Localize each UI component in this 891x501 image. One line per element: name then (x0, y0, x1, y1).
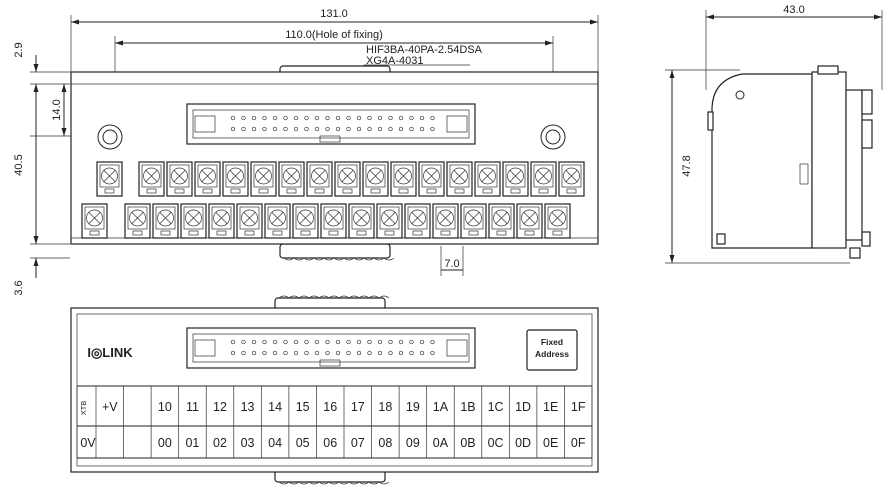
row1-label: 1C (488, 400, 504, 414)
connector-top (186, 103, 476, 145)
row1-label: 19 (406, 400, 420, 414)
row1-label: 1D (515, 400, 531, 414)
row1-label: 10 (158, 400, 172, 414)
row1-label: 1A (433, 400, 449, 414)
row1-label: 1E (543, 400, 558, 414)
body-height-dim: 40.5 (13, 154, 25, 175)
connector-part-2: XG4A-4031 (366, 55, 423, 67)
overall-width-dim: 131.0 (320, 8, 348, 20)
row2-label: 08 (378, 436, 392, 450)
row1-label: 1F (571, 400, 586, 414)
row2-label: 07 (351, 436, 365, 450)
row1-label: 11 (186, 400, 199, 414)
top-view: 131.0 110.0(Hole of fixing) HIF3BA-40PA-… (13, 8, 599, 296)
row2-label: 01 (185, 436, 199, 450)
row2-label: 0E (543, 436, 558, 450)
side-width-dim: 43.0 (783, 4, 804, 16)
row1-label: +V (102, 400, 118, 414)
bottom-offset-dim: 3.6 (13, 280, 25, 295)
badge-line-2: Address (535, 349, 569, 359)
hole-spacing-dim: 110.0(Hole of fixing) (285, 29, 383, 41)
terminal-pitch-dim: 7.0 (444, 258, 459, 270)
row2-label: 02 (213, 436, 227, 450)
side-height-dim: 47.8 (681, 155, 693, 176)
connector-part-1: HIF3BA-40PA-2.54DSA (366, 44, 483, 56)
row2-label: 0A (433, 436, 449, 450)
side-view: 43.0 47.8 (665, 4, 883, 264)
lower-terminal-row (81, 203, 571, 239)
front-view: I◎LINK Fixed Address XTB +V 10 11 12 13 14 15 1… (70, 295, 599, 485)
row2-label: 0C (488, 436, 504, 450)
brand-logo: I◎LINK (87, 345, 133, 360)
row2-label: 0D (515, 436, 531, 450)
hole-height-dim: 14.0 (51, 99, 63, 120)
row1-label: 18 (378, 400, 392, 414)
row2-label: 0V (80, 436, 96, 450)
row1-label: 16 (323, 400, 337, 414)
badge-line-1: Fixed (541, 337, 563, 347)
terminal-label-grid: +V 10 11 12 13 14 15 16 17 18 19 1A 1B 1C 1D 1E 1F 0V 00 01… (76, 386, 593, 458)
row2-label: 00 (158, 436, 172, 450)
row1-label: 12 (213, 400, 227, 414)
row2-label: 06 (323, 436, 337, 450)
row2-label: 0F (571, 436, 586, 450)
fixed-address-badge (526, 329, 578, 371)
row2-label: 04 (268, 436, 282, 450)
upper-terminal-row (96, 161, 585, 197)
row2-label: 03 (241, 436, 255, 450)
row1-label: 17 (351, 400, 365, 414)
top-offset-dim: 2.9 (13, 42, 25, 57)
row1-label: 1B (460, 400, 475, 414)
row-prefix-xtb: XTB (79, 401, 88, 416)
row1-label: 14 (268, 400, 282, 414)
row2-label: 05 (296, 436, 310, 450)
row1-label: 15 (296, 400, 310, 414)
row2-label: 0B (460, 436, 475, 450)
row2-label: 09 (406, 436, 420, 450)
row1-label: 13 (241, 400, 255, 414)
